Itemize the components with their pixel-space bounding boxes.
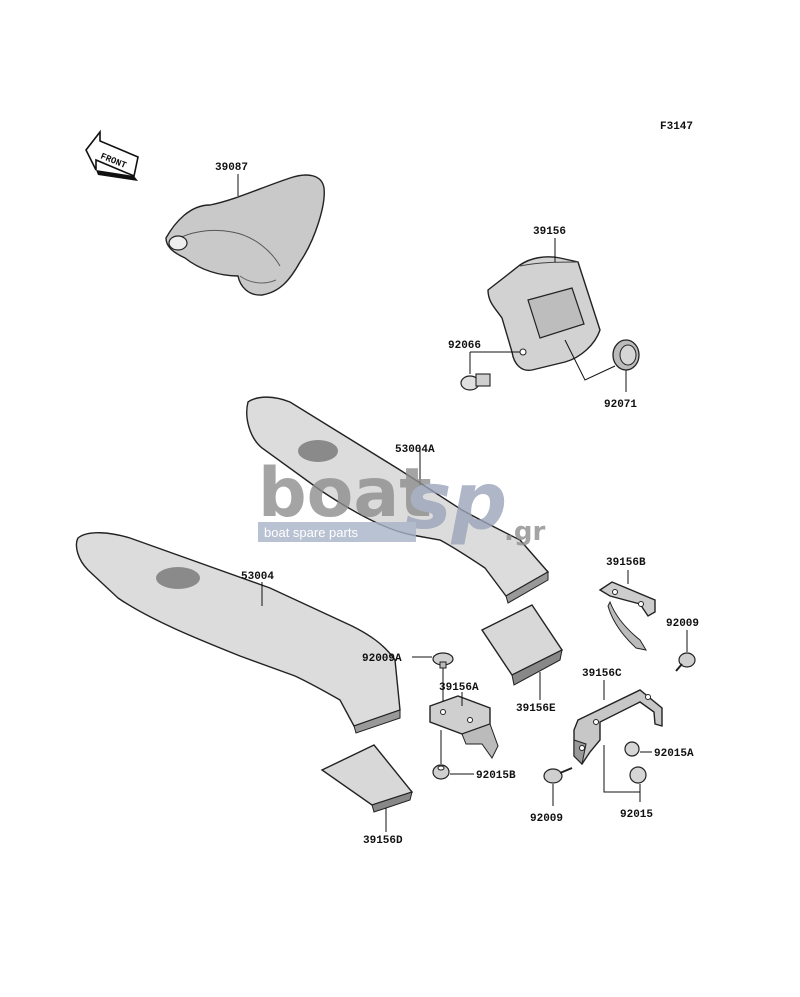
label-92009-top: 92009 bbox=[666, 618, 699, 630]
watermark-brand-main: boat bbox=[258, 454, 432, 533]
watermark-tagline-bar bbox=[258, 522, 416, 542]
bracket-39156C bbox=[573, 689, 663, 766]
label-39156B: 39156B bbox=[606, 557, 646, 569]
mat-53004A bbox=[246, 396, 550, 604]
label-39087: 39087 bbox=[215, 162, 248, 174]
screw-92009-top bbox=[675, 652, 696, 672]
bracket-39156A bbox=[429, 695, 499, 759]
label-92071: 92071 bbox=[604, 399, 637, 411]
wedge-39156D bbox=[320, 744, 414, 813]
watermark-brand-tld: .gr bbox=[504, 517, 545, 547]
label-92015A: 92015A bbox=[654, 748, 694, 760]
mat-53004 bbox=[75, 532, 401, 734]
label-92015: 92015 bbox=[620, 809, 653, 821]
collar-92015A bbox=[624, 741, 640, 757]
bracket-39156B bbox=[598, 581, 656, 651]
watermark-tagline: boat spare parts bbox=[264, 525, 358, 540]
label-92066: 92066 bbox=[448, 340, 481, 352]
screw-92009A bbox=[432, 652, 454, 669]
grommet-92071 bbox=[612, 339, 640, 371]
figure-code: F3147 bbox=[660, 121, 693, 133]
label-39156E: 39156E bbox=[516, 703, 556, 715]
label-39156: 39156 bbox=[533, 226, 566, 238]
screw-92009-bottom bbox=[543, 767, 573, 784]
label-92009-bottom: 92009 bbox=[530, 813, 563, 825]
cover-39156 bbox=[487, 256, 601, 372]
watermark-logo: boat sp .gr boat spare parts bbox=[258, 454, 545, 547]
label-39156D: 39156D bbox=[363, 835, 403, 847]
label-92015B: 92015B bbox=[476, 770, 516, 782]
label-53004: 53004 bbox=[241, 571, 274, 583]
label-53004A: 53004A bbox=[395, 444, 435, 456]
label-92009A: 92009A bbox=[362, 653, 402, 665]
front-arrow-icon: FRONT bbox=[85, 129, 139, 181]
watermark-brand-accent: sp bbox=[405, 457, 507, 547]
nut-92015B bbox=[432, 764, 450, 780]
label-39156C: 39156C bbox=[582, 668, 622, 680]
label-39156A: 39156A bbox=[439, 682, 479, 694]
handlebar-pad-39087 bbox=[165, 174, 325, 296]
wedge-39156E bbox=[480, 604, 564, 686]
collar-92015 bbox=[629, 766, 647, 784]
